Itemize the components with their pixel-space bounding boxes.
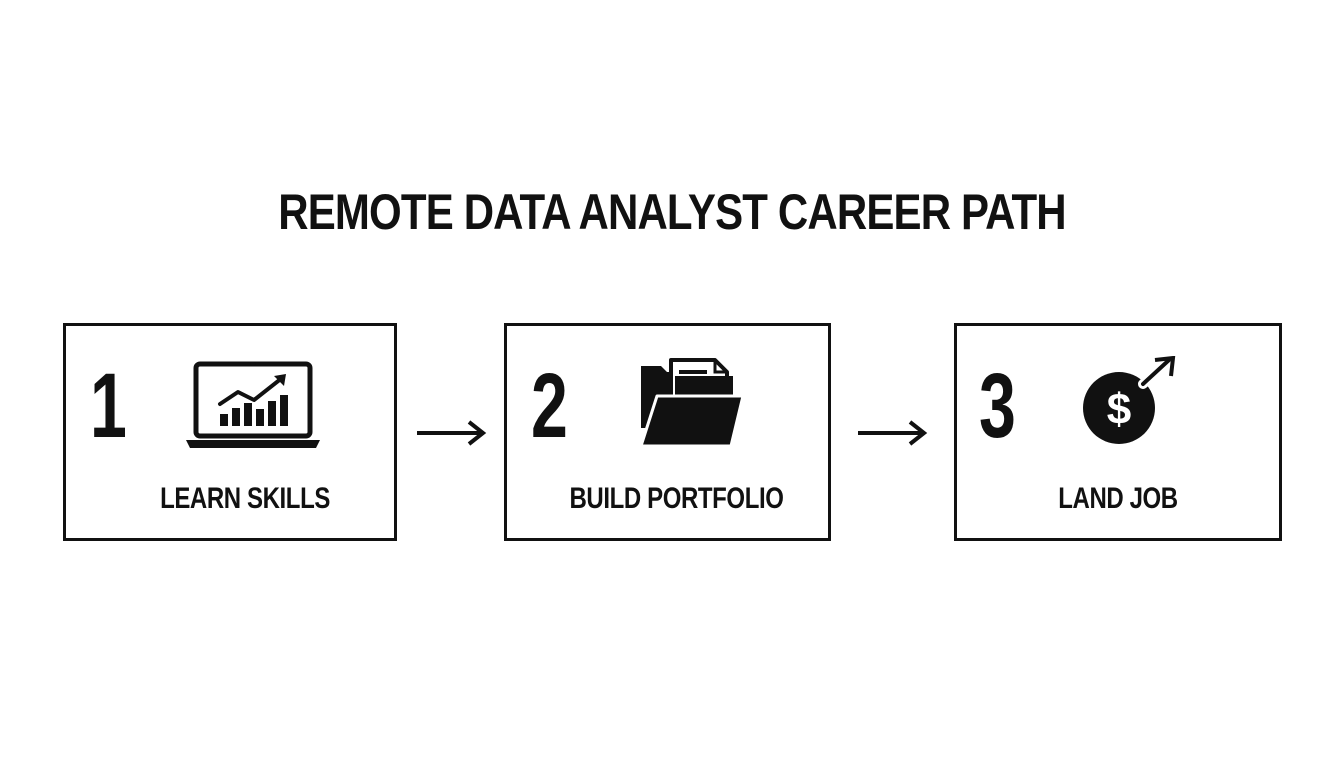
svg-text:$: $: [1107, 385, 1131, 434]
diagram-title: REMOTE DATA ANALYST CAREER PATH: [278, 184, 1066, 240]
step-box-learn-skills: 1 LEARN SKILLS: [63, 323, 397, 541]
step-box-land-job: 3 $ LAND JOB: [954, 323, 1282, 541]
step-box-build-portfolio: 2 BUILD PORTFOLIO: [504, 323, 831, 541]
step-label: LEARN SKILLS: [160, 482, 330, 515]
folder-documents-icon: [639, 358, 745, 448]
step-label: BUILD PORTFOLIO: [569, 482, 784, 515]
step-label: LAND JOB: [1058, 482, 1178, 515]
dollar-growth-icon: $: [1083, 356, 1176, 444]
step-number: 2: [531, 355, 568, 457]
step-number: 3: [979, 355, 1016, 457]
step-number: 1: [90, 355, 127, 457]
arrow-right-icon: [858, 420, 928, 446]
laptop-chart-icon: [186, 361, 320, 448]
arrow-right-icon: [417, 420, 487, 446]
